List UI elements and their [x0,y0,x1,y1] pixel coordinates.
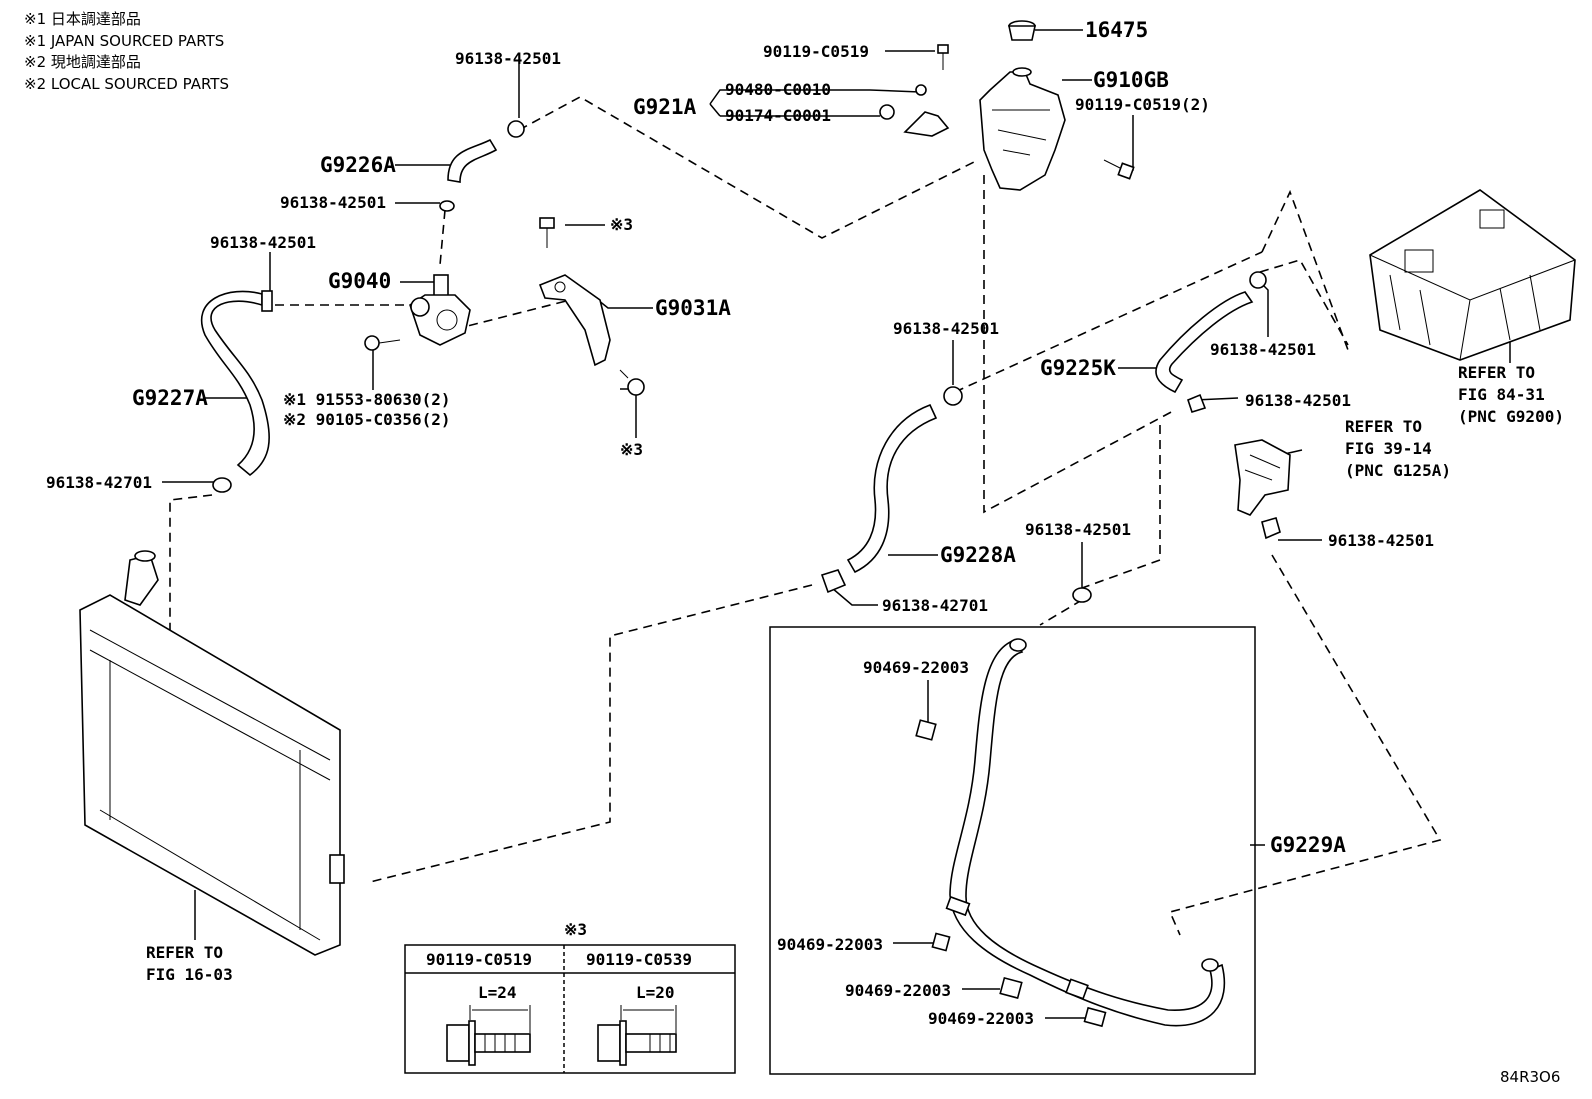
label-16475[interactable]: 16475 [1085,18,1148,42]
clamp-96138-upper[interactable] [1072,587,1092,603]
diagram-id: 84R3O6 [1500,1068,1560,1086]
label-90119-C0519-2[interactable]: 90119-C0519(2) [1075,95,1210,114]
label-G9226A[interactable]: G9226A [320,153,396,177]
note-1: ※1 日本調達部品 [24,10,141,28]
label-96138-42501-g[interactable]: 96138-42501 [1025,520,1131,539]
bolt-table-col2: 90119-C0539 [586,950,692,969]
note-4: ※2 LOCAL SOURCED PARTS [24,75,229,93]
note-3: ※2 現地調達部品 [24,53,141,71]
ref-bracket-2[interactable]: FIG 39-14 [1345,439,1432,458]
heater-bracket-assembly[interactable] [1234,439,1291,540]
clip-90469-c[interactable] [999,976,1023,1000]
hose-G9229A-box [769,626,1256,1075]
bolt-table-title: ※3 [564,920,587,939]
label-G9229A[interactable]: G9229A [1270,833,1346,857]
bolt-length-2: L=20 [636,983,675,1002]
label-90469-22003-b[interactable]: 90469-22003 [777,935,883,954]
reference-notes: REFER TO FIG 16-03 REFER TO FIG 84-31 (P… [146,363,1564,984]
hose-G9225K[interactable] [1155,271,1267,413]
label-G9031A[interactable]: G9031A [655,296,731,320]
label-96138-42501-c[interactable]: 96138-42501 [210,233,316,252]
ref-inverter-1: REFER TO [1458,363,1535,382]
bolt-right[interactable] [1103,159,1135,180]
label-90469-22003-c[interactable]: 90469-22003 [845,981,951,1000]
bolt-table: ※3 90119-C0519 90119-C0539 L=24 L=20 [404,920,736,1074]
label-90480-C0010[interactable]: 90480-C0010 [725,80,831,99]
clip-90469-a[interactable] [915,719,937,741]
label-96138-42701-b[interactable]: 96138-42701 [882,596,988,615]
bolt-top[interactable] [937,44,949,70]
label-90469-22003-a[interactable]: 90469-22003 [863,658,969,677]
label-90469-22003-d[interactable]: 90469-22003 [928,1009,1034,1028]
bolt-drawing-1 [446,1005,531,1066]
clip-90469-d[interactable] [1083,1006,1107,1028]
label-96138-42701-a[interactable]: 96138-42701 [46,473,152,492]
reservoir-bracket[interactable] [879,84,950,137]
bracket-bolt-bottom[interactable] [619,369,645,396]
ref-radiator-1: REFER TO [146,943,223,962]
ref-bracket-1: REFER TO [1345,417,1422,436]
bracket-G9031A[interactable] [538,274,611,367]
pump-bolt[interactable] [364,335,401,351]
water-pump-G9040[interactable] [409,274,471,346]
label-96138-42501-e[interactable]: 96138-42501 [1210,340,1316,359]
hose-G9227A[interactable] [200,290,273,493]
label-mark3-top: ※3 [610,215,633,234]
label-96138-42501-b[interactable]: 96138-42501 [280,193,386,212]
label-mark3-bottom: ※3 [620,440,643,459]
reservoir-tank[interactable] [979,67,1066,191]
hose-G9228A[interactable] [820,386,963,594]
ref-bracket-3: (PNC G125A) [1345,461,1451,480]
hose-G9229A[interactable] [945,638,1226,1027]
label-91553-80630[interactable]: ※1 91553-80630(2) [283,390,451,409]
ref-inverter-3: (PNC G9200) [1458,407,1564,426]
label-G9228A[interactable]: G9228A [940,543,1016,567]
bracket-bolt-top[interactable] [539,217,555,248]
inverter-assembly[interactable] [1369,189,1576,361]
label-90174-C0001[interactable]: 90174-C0001 [725,106,831,125]
label-G9227A[interactable]: G9227A [132,386,208,410]
label-96138-42501-d[interactable]: 96138-42501 [893,319,999,338]
clip-90469-b[interactable] [931,932,951,952]
note-2: ※1 JAPAN SOURCED PARTS [24,32,224,50]
bolt-table-col1: 90119-C0519 [426,950,532,969]
label-90119-C0519-top[interactable]: 90119-C0519 [763,42,869,61]
label-G921A[interactable]: G921A [633,95,697,119]
part-labels: 16475 90119-C0519 G910GB 90119-C0519(2) … [46,18,1434,1028]
radiator[interactable] [79,550,345,956]
label-G9225K[interactable]: G9225K [1040,356,1116,380]
reservoir-cap[interactable] [1008,20,1036,41]
bolt-drawing-2 [597,1005,677,1066]
ref-radiator-2[interactable]: FIG 16-03 [146,965,233,984]
bolt-length-1: L=24 [478,983,517,1002]
label-96138-42501-h[interactable]: 96138-42501 [1328,531,1434,550]
label-96138-42501-a[interactable]: 96138-42501 [455,49,561,68]
label-G910GB[interactable]: G910GB [1093,68,1169,92]
label-90105-C0356[interactable]: ※2 90105-C0356(2) [283,410,451,429]
ref-inverter-2[interactable]: FIG 84-31 [1458,385,1545,404]
label-G9040[interactable]: G9040 [328,269,391,293]
sourcing-notes: ※1 日本調達部品 ※1 JAPAN SOURCED PARTS ※2 現地調達… [24,10,229,93]
label-96138-42501-f[interactable]: 96138-42501 [1245,391,1351,410]
hose-G9226A[interactable] [439,120,525,212]
leader-lines [162,29,1511,1019]
